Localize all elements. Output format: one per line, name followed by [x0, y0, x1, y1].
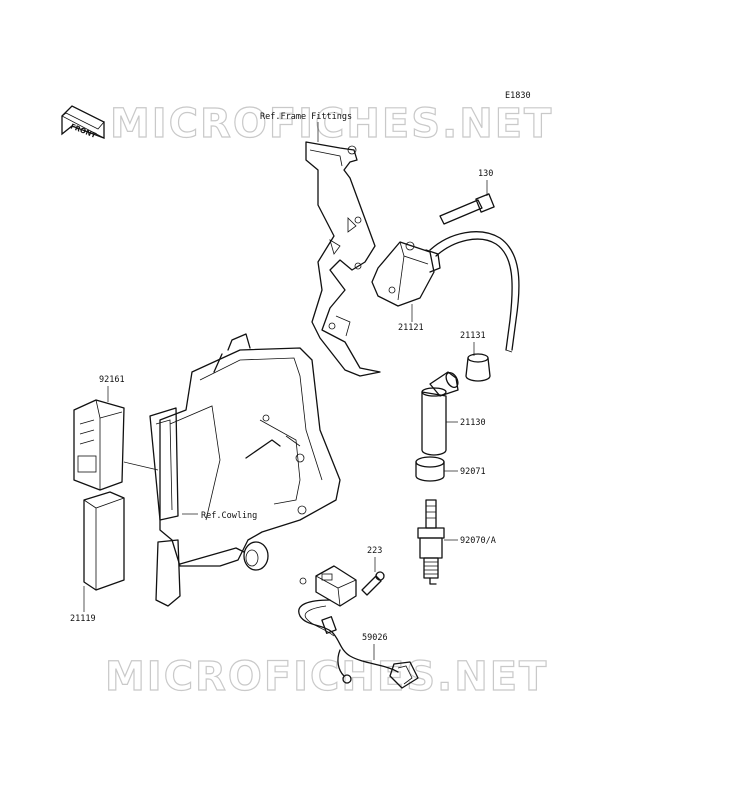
- label-21130: 21130: [460, 418, 486, 428]
- coil-bracket: [305, 141, 381, 377]
- spark-plug: [417, 499, 445, 585]
- cap-92071: [415, 456, 445, 482]
- bolt-130: [439, 193, 495, 225]
- label-59026: 59026: [362, 633, 388, 643]
- label-21119: 21119: [70, 614, 96, 624]
- ignition-coil: [354, 241, 441, 307]
- watermark-top: MICROFICHES.NET: [110, 101, 553, 147]
- label-21131: 21131: [460, 331, 486, 341]
- high-tension-lead: [429, 231, 520, 351]
- sensor-bracket: [299, 565, 357, 607]
- label-92161: 92161: [99, 375, 125, 385]
- high-tension-lead-outer: [435, 238, 513, 351]
- bolt-223: [361, 571, 385, 596]
- ecu-21119: [83, 491, 125, 591]
- ref-cowling-label: Ref.Cowling: [201, 511, 257, 521]
- label-21121: 21121: [398, 323, 424, 333]
- cap-21131: [465, 353, 491, 382]
- diagram-code: E1830: [505, 91, 531, 101]
- ref-frame-fittings-label: Ref.Frame Fittings: [260, 112, 352, 122]
- front-arrow-icon: FRONT: [61, 105, 105, 140]
- plug-cap-21130: [421, 371, 459, 456]
- wiring-harness: [298, 599, 419, 689]
- label-92070: 92070/A: [460, 536, 496, 546]
- cowling-bracket-frame: [149, 333, 341, 607]
- ecu-holder-92161: [73, 399, 159, 491]
- lead-end: [505, 349, 513, 353]
- label-223: 223: [367, 546, 382, 556]
- label-92071: 92071: [460, 467, 486, 477]
- watermark-bottom: MICROFICHES.NET: [105, 654, 548, 700]
- label-130: 130: [478, 169, 493, 179]
